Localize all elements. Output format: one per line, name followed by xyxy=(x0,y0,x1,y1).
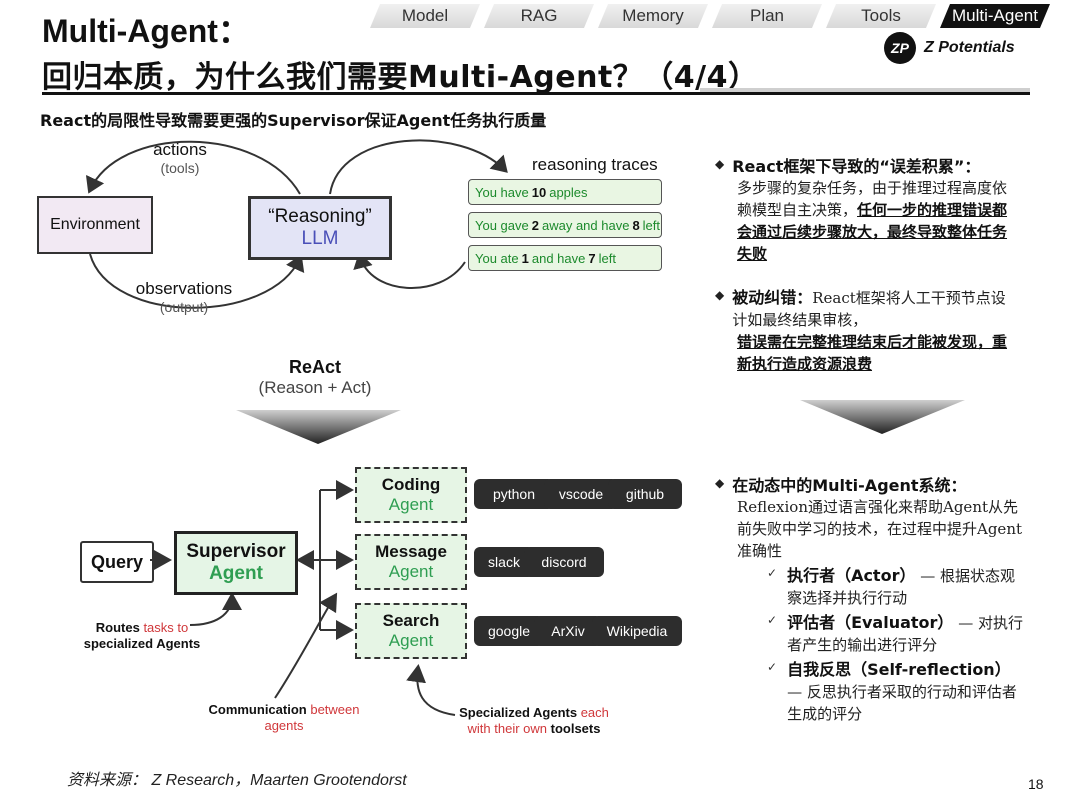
page-number: 18 xyxy=(1028,776,1044,792)
tool-python: python xyxy=(474,479,554,509)
header-accent-bar xyxy=(700,88,1030,95)
tool-google: google xyxy=(474,616,544,646)
routes-note-arrow xyxy=(189,592,242,626)
tool-vscode: vscode xyxy=(544,479,618,509)
down-chevron-right-icon xyxy=(800,400,965,434)
zp-logo-icon: ZP xyxy=(884,32,916,64)
tool-discord: discord xyxy=(524,547,604,577)
environment-box: Environment xyxy=(37,196,153,254)
supervisor-agent-box: Supervisor Agent xyxy=(174,531,298,595)
sub-item-self-reflection: ✓ 自我反思（Self-reflection） — 反思执行者采取的行动和评估者… xyxy=(715,656,1025,725)
coding-agent-box: Coding Agent xyxy=(355,467,467,523)
communication-note-arrow xyxy=(274,592,338,699)
multi-agent-arrows xyxy=(150,480,456,716)
actions-arrow xyxy=(85,140,301,195)
routes-note: Routes tasks to specialized Agents xyxy=(83,620,201,651)
tab-tools[interactable]: Tools xyxy=(826,4,936,28)
page-title-line1: Multi-Agent： xyxy=(42,13,250,49)
specialized-note: Specialized Agents each with their own t… xyxy=(459,705,609,736)
down-chevron-left-icon xyxy=(236,410,401,444)
tab-model[interactable]: Model xyxy=(370,4,480,28)
page-title-line2: 回归本质，为什么我们需要Multi-Agent？（4/4） xyxy=(42,60,759,95)
communication-note: Communication between agents xyxy=(208,702,360,733)
diamond-bullet-icon: ◆ xyxy=(715,157,725,171)
tab-rag[interactable]: RAG xyxy=(484,4,594,28)
brand-logo: ZP Z Potentials xyxy=(884,32,1015,64)
message-agent-box: Message Agent xyxy=(355,534,467,590)
tab-multi-agent[interactable]: Multi-Agent xyxy=(940,4,1050,28)
diamond-bullet-icon: ◆ xyxy=(715,476,725,490)
bullet-passive-correction: ◆被动纠错：React框架将人工干预节点设计如最终结果审核， 错误需在完整推理结… xyxy=(715,284,1020,375)
tool-github: github xyxy=(608,479,682,509)
diamond-bullet-icon: ◆ xyxy=(715,288,725,302)
tab-memory[interactable]: Memory xyxy=(598,4,708,28)
slide-subtitle: React的局限性导致需要更强的Supervisor保证Agent任务执行质量 xyxy=(40,111,547,130)
react-caption: ReAct (Reason + Act) xyxy=(258,357,372,397)
reasoning-loop-arrow xyxy=(329,139,508,195)
bullet-error-accumulation: ◆React框架下导致的“误差积累”： 多步骤的复杂任务，由于推理过程高度依赖模… xyxy=(715,153,1020,265)
reasoning-return-arrow xyxy=(353,252,466,290)
brand-name: Z Potentials xyxy=(924,39,1015,56)
reasoning-llm-box: “Reasoning” LLM xyxy=(248,196,392,260)
tab-plan[interactable]: Plan xyxy=(712,4,822,28)
check-icon: ✓ xyxy=(767,566,778,580)
source-citation: 资料来源： Z Research，Maarten Grootendorst xyxy=(67,772,407,789)
tool-arxiv: ArXiv xyxy=(534,616,602,646)
actions-label: actions (tools) xyxy=(153,140,207,176)
check-icon: ✓ xyxy=(767,660,778,674)
reasoning-traces-title: reasoning traces xyxy=(532,155,658,174)
observations-arrow xyxy=(89,253,305,309)
search-agent-box: Search Agent xyxy=(355,603,467,659)
react-loop-arrows xyxy=(85,139,508,309)
observations-label: observations (output) xyxy=(135,279,233,315)
header-divider xyxy=(42,92,1030,95)
sub-item-actor: ✓ 执行者（Actor） — 根据状态观察选择并执行行动 xyxy=(715,562,1025,609)
check-icon: ✓ xyxy=(767,613,778,627)
section-tabs: Model RAG Memory Plan Tools Multi-Agent xyxy=(370,4,1050,30)
specialized-note-arrow xyxy=(406,664,456,716)
sub-item-evaluator: ✓ 评估者（Evaluator） — 对执行者产生的输出进行评分 xyxy=(715,609,1025,656)
query-box: Query xyxy=(80,541,154,583)
tool-wikipedia: Wikipedia xyxy=(592,616,682,646)
bullet-multi-agent-system: ◆在动态中的Multi-Agent系统： Reflexion通过语言强化来帮助A… xyxy=(715,472,1025,725)
